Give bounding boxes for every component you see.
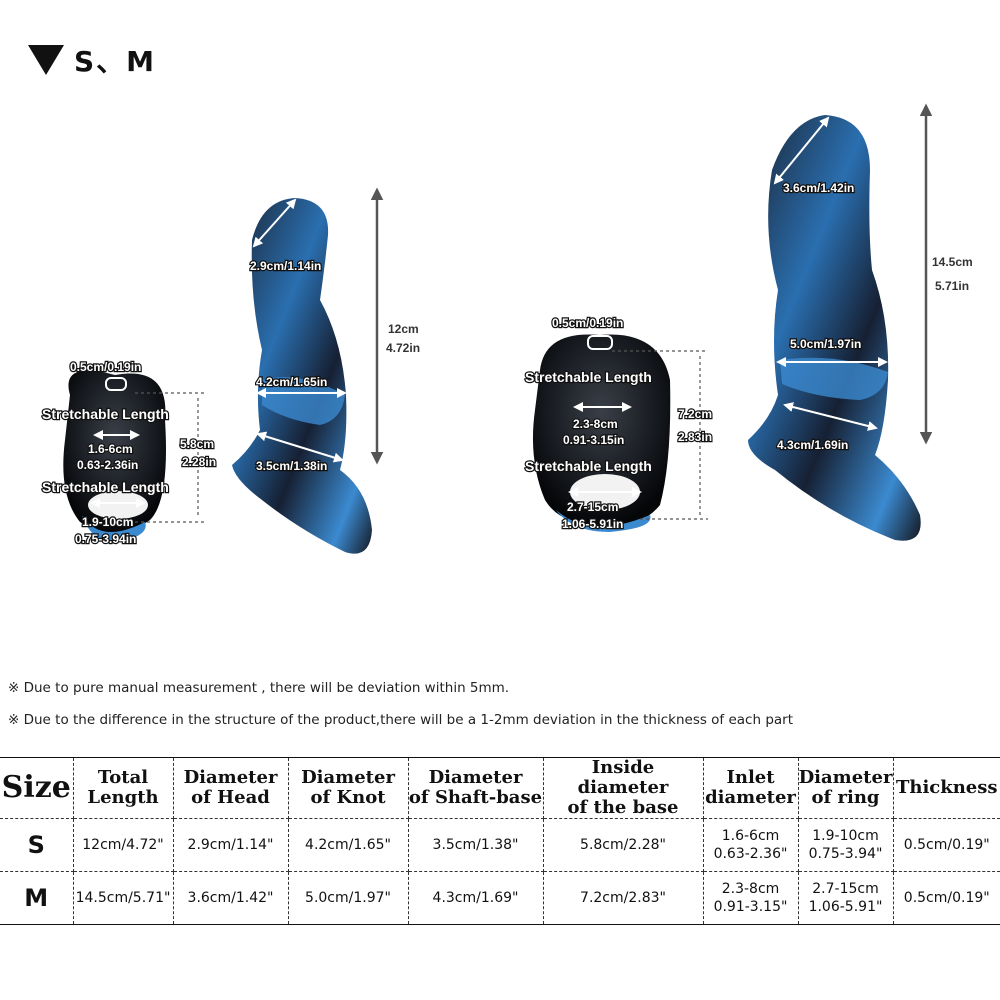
s-ring-cm-label: 1.9-10cm: [82, 515, 133, 529]
table-row: S 12cm/4.72" 2.9cm/1.14" 4.2cm/1.65" 3.5…: [0, 818, 1000, 872]
s-base-in-label: 2.28in: [182, 455, 216, 469]
m-stretch-bottom-label: Stretchable Length: [525, 458, 652, 474]
m-inlet-in-label: 0.91-3.15in: [563, 433, 624, 447]
cell-size: S: [0, 818, 74, 872]
table-row: M 14.5cm/5.71" 3.6cm/1.42" 5.0cm/1.97" 4…: [0, 871, 1000, 925]
s-inlet-cm-label: 1.6-6cm: [88, 442, 133, 456]
m-ring-cm-label: 2.7-15cm: [567, 500, 618, 514]
cell-thickness: 0.5cm/0.19": [892, 818, 1000, 872]
header-knot: Diameter of Knot: [287, 757, 409, 819]
size-heading: S、M: [28, 40, 156, 80]
s-shaft-base-label: 3.5cm/1.38in: [256, 459, 327, 473]
s-length-cm-label: 12cm: [388, 322, 419, 336]
cell-shaft-base: 3.5cm/1.38": [407, 818, 544, 872]
cell-inside-base: 5.8cm/2.28": [542, 818, 704, 872]
header-total-length: Total Length: [72, 757, 174, 819]
m-main-dimensions: 3.6cm/1.42in 5.0cm/1.97in 4.3cm/1.69in 1…: [773, 103, 974, 453]
cell-shaft-base: 4.3cm/1.69": [407, 871, 544, 925]
s-main-dimensions: 2.9cm/1.14in 4.2cm/1.65in 3.5cm/1.38in 1…: [249, 187, 421, 474]
m-base-in-label: 2.83in: [678, 430, 712, 444]
m-inlet-cm-label: 2.3-8cm: [573, 417, 618, 431]
size-table: Size Total Length Diameter of Head Diame…: [0, 757, 1000, 925]
cell-knot: 4.2cm/1.65": [287, 818, 409, 872]
s-thickness-label: 0.5cm/0.19in: [70, 360, 141, 374]
note-measurement: ※ Due to pure manual measurement , there…: [8, 680, 510, 696]
m-knot-label: 5.0cm/1.97in: [790, 337, 861, 351]
s-knot-label: 4.2cm/1.65in: [256, 375, 327, 389]
header-thickness: Thickness: [892, 757, 1000, 819]
header-ring: Diameter of ring: [797, 757, 894, 819]
m-head-label: 3.6cm/1.42in: [783, 181, 854, 195]
header-size: Size: [0, 757, 74, 819]
header-shaft-base: Diameter of Shaft-base: [407, 757, 544, 819]
s-ring-dimensions: 0.5cm/0.19in Stretchable Length 1.6-6cm …: [41, 359, 217, 547]
notes: ※ Due to pure manual measurement , there…: [8, 680, 793, 744]
s-head-label: 2.9cm/1.14in: [250, 259, 321, 273]
header-inlet: Inlet diameter: [702, 757, 799, 819]
s-inlet-in-label: 0.63-2.36in: [77, 458, 138, 472]
m-length-cm-label: 14.5cm: [932, 255, 973, 269]
m-thickness-label: 0.5cm/0.19in: [552, 316, 623, 330]
cell-ring: 1.9-10cm 0.75-3.94": [797, 818, 894, 872]
product-figure: 0.5cm/0.19in Stretchable Length 1.6-6cm …: [41, 103, 974, 554]
m-length-in-label: 5.71in: [935, 279, 969, 293]
cell-total-length: 14.5cm/5.71": [72, 871, 174, 925]
header-head: Diameter of Head: [172, 757, 289, 819]
s-stretch-top-label: Stretchable Length: [42, 406, 169, 422]
m-stretch-top-label: Stretchable Length: [525, 369, 652, 385]
s-ring-in-label: 0.75-3.94in: [75, 532, 136, 546]
s-stretch-bottom-label: Stretchable Length: [42, 479, 169, 495]
m-main-body: [748, 115, 921, 541]
cell-inlet: 1.6-6cm 0.63-2.36": [702, 818, 799, 872]
s-length-in-label: 4.72in: [386, 341, 420, 355]
m-ring-dimensions: 0.5cm/0.19in Stretchable Length 2.3-8cm …: [524, 315, 713, 532]
size-heading-text: S、M: [74, 45, 157, 78]
cell-ring: 2.7-15cm 1.06-5.91": [797, 871, 894, 925]
table-header-row: Size Total Length Diameter of Head Diame…: [0, 757, 1000, 819]
cell-head: 2.9cm/1.14": [172, 818, 289, 872]
down-triangle-icon: [28, 45, 64, 75]
cell-inside-base: 7.2cm/2.83": [542, 871, 704, 925]
cell-thickness: 0.5cm/0.19": [892, 871, 1000, 925]
cell-size: M: [0, 871, 74, 925]
cell-total-length: 12cm/4.72": [72, 818, 174, 872]
m-shaft-base-label: 4.3cm/1.69in: [777, 438, 848, 452]
m-base-cm-label: 7.2cm: [678, 407, 712, 421]
note-thickness: ※ Due to the difference in the structure…: [8, 712, 794, 728]
cell-knot: 5.0cm/1.97": [287, 871, 409, 925]
m-ring-in-label: 1.06-5.91in: [562, 517, 623, 531]
header-inside-base: Inside diameter of the base: [542, 757, 704, 819]
cell-inlet: 2.3-8cm 0.91-3.15": [702, 871, 799, 925]
s-base-cm-label: 5.8cm: [180, 437, 214, 451]
cell-head: 3.6cm/1.42": [172, 871, 289, 925]
